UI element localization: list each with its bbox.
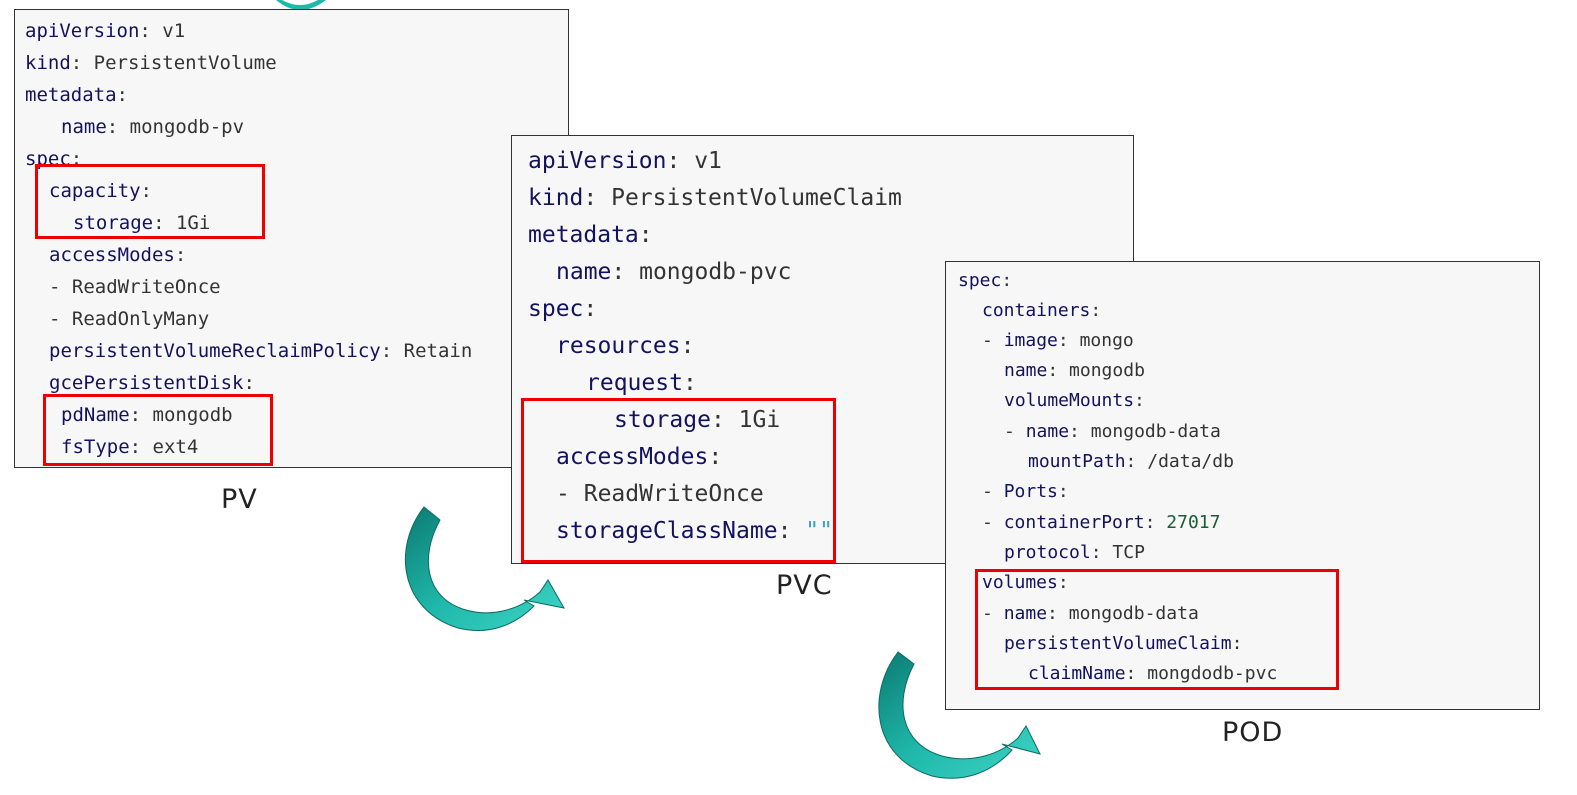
code-line: storageClassName: "" xyxy=(556,518,833,544)
code-line: - ReadOnlyMany xyxy=(49,308,210,330)
code-line: - name: mongodb-data xyxy=(1004,421,1221,442)
code-line: protocol: TCP xyxy=(1004,542,1145,563)
pv-caption: PV xyxy=(221,484,258,515)
code-line: name: mongodb xyxy=(1004,360,1145,381)
pod-yaml-panel: spec: containers: - image: mongo name: m… xyxy=(945,261,1540,710)
arrow-pvc-to-pod xyxy=(878,651,1041,779)
code-line: - containerPort: 27017 xyxy=(982,512,1221,533)
code-line: resources: xyxy=(556,333,695,359)
code-line: storage: 1Gi xyxy=(614,407,781,433)
code-line: volumes: xyxy=(982,572,1069,593)
code-line: - ReadWriteOnce xyxy=(556,481,764,507)
pvc-caption: PVC xyxy=(776,570,833,601)
code-line: kind: PersistentVolumeClaim xyxy=(528,185,902,211)
code-line: kind: PersistentVolume xyxy=(25,52,277,74)
code-line: fsType: ext4 xyxy=(61,436,199,458)
code-line: persistentVolumeReclaimPolicy: Retain xyxy=(49,340,473,362)
pvc-spec-highlight xyxy=(521,398,836,563)
code-line: spec: xyxy=(528,296,598,322)
code-line: spec: xyxy=(958,270,1013,291)
code-line: volumeMounts: xyxy=(1004,390,1145,411)
code-line: - Ports: xyxy=(982,481,1069,502)
code-line: containers: xyxy=(982,300,1102,321)
code-line: - name: mongodb-data xyxy=(982,603,1199,624)
pv-disk-highlight xyxy=(43,394,273,466)
code-line: claimName: mongdodb-pvc xyxy=(1028,663,1278,684)
code-line: name: mongodb-pvc xyxy=(556,259,792,285)
code-line: mountPath: /data/db xyxy=(1028,451,1234,472)
code-line: persistentVolumeClaim: xyxy=(1004,633,1243,654)
pod-volumes-highlight xyxy=(975,569,1339,690)
code-line: capacity: xyxy=(49,180,152,202)
pod-caption: POD xyxy=(1222,717,1284,748)
code-line: accessModes: xyxy=(49,244,187,266)
code-line: apiVersion: v1 xyxy=(528,148,722,174)
code-line: metadata: xyxy=(25,84,128,106)
code-line: - ReadWriteOnce xyxy=(49,276,221,298)
arrow-top-fragment xyxy=(276,0,326,10)
pv-capacity-highlight xyxy=(35,164,265,239)
code-line: request: xyxy=(586,370,697,396)
code-line: accessModes: xyxy=(556,444,723,470)
code-line: storage: 1Gi xyxy=(73,212,211,234)
code-line: apiVersion: v1 xyxy=(25,20,186,42)
code-line: pdName: mongodb xyxy=(61,404,233,426)
arrow-pv-to-pvc xyxy=(404,506,565,632)
code-line: gcePersistentDisk: xyxy=(49,372,255,394)
code-line: name: mongodb-pv xyxy=(61,116,245,138)
code-line: - image: mongo xyxy=(982,330,1134,351)
code-line: metadata: xyxy=(528,222,653,248)
